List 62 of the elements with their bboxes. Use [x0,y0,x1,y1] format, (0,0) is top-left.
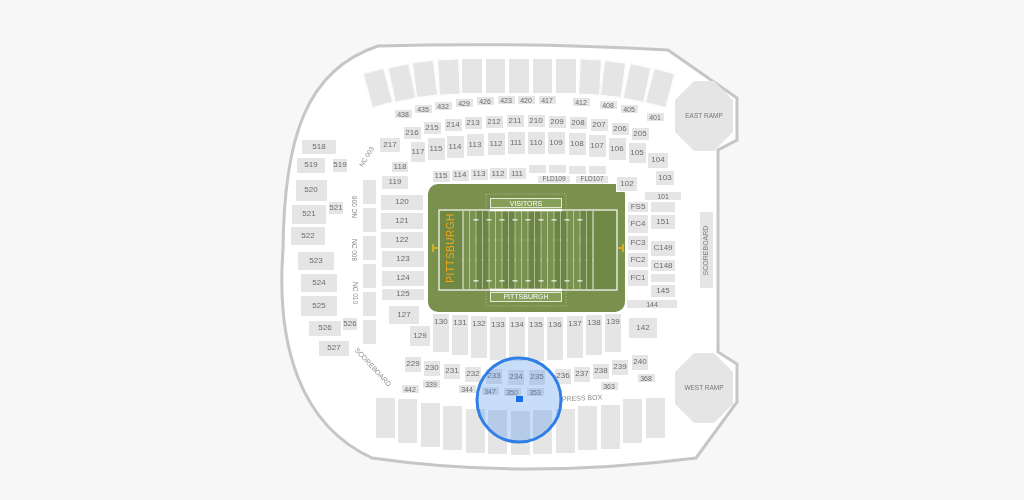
seating-section: 130 [432,313,450,353]
seating-section: 523 [297,251,335,271]
seating-section [622,398,643,444]
seating-section: 123 [381,250,425,268]
seating-section: FC4 [627,214,649,234]
seating-section [442,405,463,451]
seating-section [487,409,508,455]
seating-section: 217 [379,137,401,153]
seating-section: 145 [650,284,676,298]
seating-section [436,58,461,96]
seating-section: 102 [616,176,638,192]
seating-section [509,410,531,456]
seating-section: 137 [566,315,584,359]
seating-section: 135 [527,316,545,362]
seating-section [484,58,507,94]
seating-section: C148 [650,259,676,272]
seating-section [555,58,577,94]
seating-section [532,409,553,455]
seating-section: 138 [585,314,603,356]
seating-section: 127 [388,305,420,325]
seating-section: 118 [391,161,409,173]
seating-section [554,408,576,454]
seating-section: 129 [409,325,431,347]
seating-section: 521 [291,203,327,225]
seating-section: 518 [301,139,337,155]
seating-section: FS5 [627,201,649,213]
seating-section: 521 [328,201,344,215]
seating-section [650,273,676,283]
seating-section [650,201,676,213]
seating-section: 117 [410,141,426,163]
seating-section [374,397,396,439]
seating-section [587,165,607,175]
seating-section [464,408,486,454]
seating-section [599,404,621,450]
seating-section: 122 [380,231,424,249]
seating-section: FC2 [627,252,649,268]
seating-section [567,164,587,175]
seating-section: 132 [470,315,488,359]
seating-section: 524 [300,273,338,293]
seating-section: 134 [508,316,526,362]
seating-section: 131 [451,314,469,356]
seating-section [397,398,418,444]
seating-section: 522 [290,226,326,246]
seating-section [508,58,530,94]
seating-section: 139 [604,313,622,353]
seating-section [577,405,598,451]
seating-section: FC3 [627,235,649,251]
seating-section: 526 [342,317,358,331]
seating-section: 525 [300,295,338,317]
seating-section [547,164,567,174]
seating-section: FC1 [627,269,649,287]
seating-section: 121 [380,212,424,230]
seating-section: 151 [650,214,676,230]
seating-section [644,397,666,439]
seating-section [419,402,441,448]
seating-section [527,164,547,174]
seating-section: 133 [489,315,507,361]
seating-section [461,58,483,94]
seating-section: 142 [628,317,658,339]
seating-section [531,58,554,94]
seating-section: 136 [546,315,564,361]
seating-section: 103 [655,170,675,186]
